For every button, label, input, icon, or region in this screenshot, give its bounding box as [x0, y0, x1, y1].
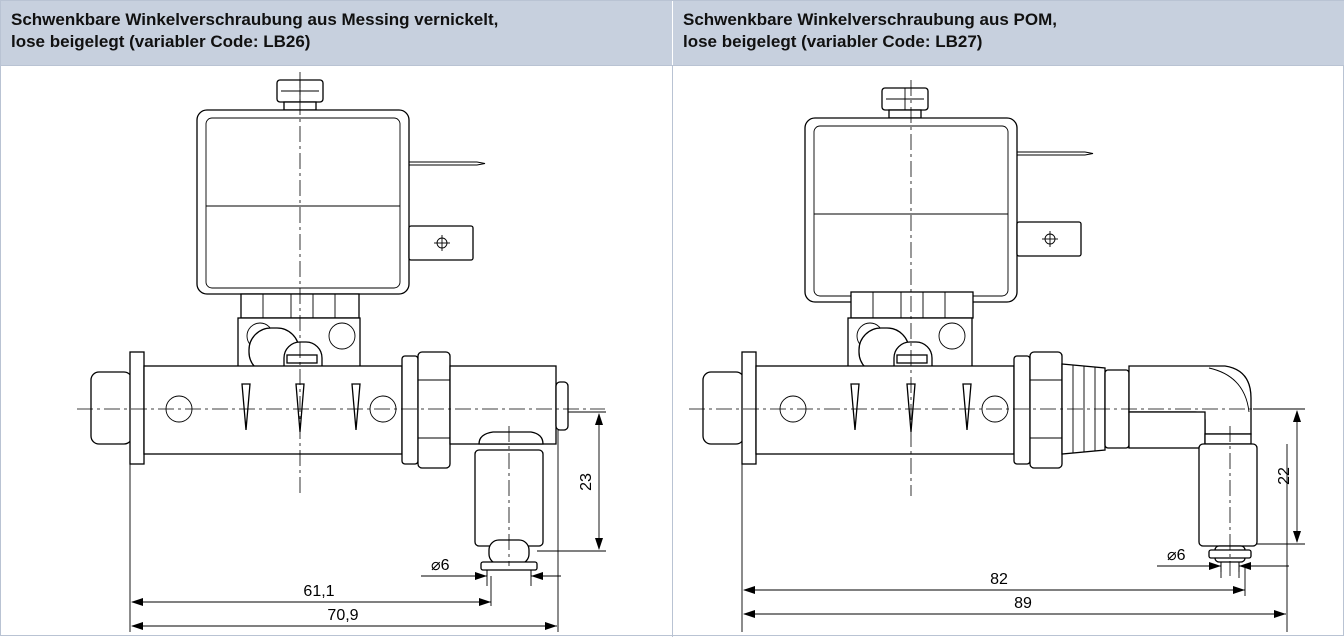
dim-height: 22: [1276, 467, 1293, 485]
dim-outer-length: 70,9: [327, 607, 358, 624]
center-lines: [689, 80, 1303, 576]
drawing-cell-brass: 23 ⌀6 61,1 70,9: [1, 65, 673, 637]
center-lines: [77, 72, 605, 566]
solenoid-valve-body: [90, 79, 569, 576]
header-line-1: Schwenkbare Winkelverschraubung aus POM,: [683, 10, 1057, 29]
column-header-brass: Schwenkbare Winkelverschraubung aus Mess…: [1, 1, 673, 65]
dim-diameter: ⌀6: [1167, 547, 1186, 564]
column-header-pom: Schwenkbare Winkelverschraubung aus POM,…: [673, 1, 1344, 65]
dim-inner-length: 82: [990, 571, 1008, 588]
technical-drawing-pom: 22 ⌀6 82 89: [689, 80, 1305, 632]
technical-drawing-brass: 23 ⌀6 61,1 70,9: [77, 72, 606, 632]
dim-inner-length: 61,1: [303, 583, 334, 600]
dim-diameter: ⌀6: [431, 557, 450, 574]
dim-outer-length: 89: [1014, 595, 1032, 612]
solenoid-valve-body: [702, 87, 1258, 572]
terminal-crosshair-icon: [434, 235, 450, 251]
terminal-crosshair-icon: [1042, 231, 1058, 247]
header-line-2: lose beigelegt (variabler Code: LB27): [683, 32, 983, 51]
dimension-lines: [741, 408, 1305, 632]
header-line-2: lose beigelegt (variabler Code: LB26): [11, 32, 311, 51]
drawing-cell-pom: 22 ⌀6 82 89: [673, 65, 1344, 637]
dimension-lines: [129, 411, 606, 632]
dim-height: 23: [578, 473, 595, 491]
header-line-1: Schwenkbare Winkelverschraubung aus Mess…: [11, 10, 499, 29]
